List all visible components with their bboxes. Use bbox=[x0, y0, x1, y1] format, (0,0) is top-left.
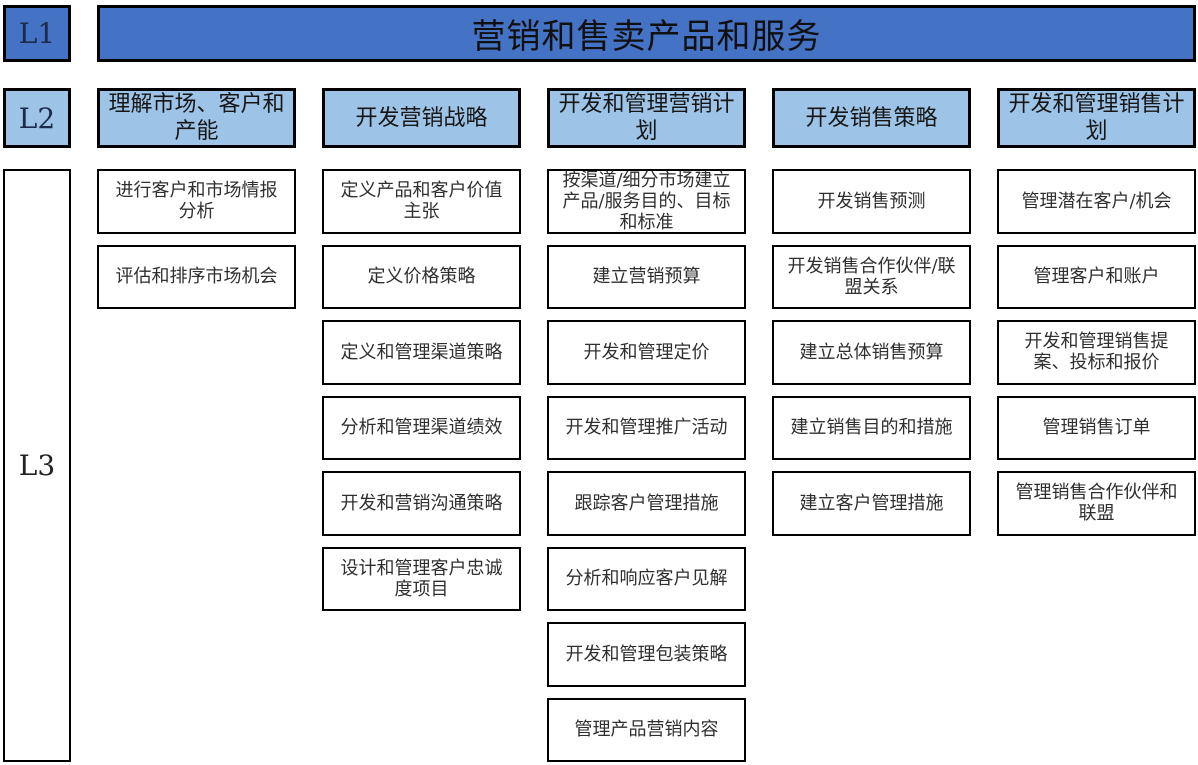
l3-process-box: 开发和营销沟通策略 bbox=[322, 471, 521, 536]
l3-process-box: 进行客户和市场情报分析 bbox=[97, 169, 296, 234]
l3-process-box: 管理销售合作伙伴和联盟 bbox=[997, 471, 1196, 536]
l3-process-box: 分析和管理渠道绩效 bbox=[322, 395, 521, 460]
l3-process-box: 分析和响应客户见解 bbox=[547, 546, 746, 611]
l3-process-box: 开发和管理包装策略 bbox=[547, 622, 746, 687]
l3-process-column: 管理潜在客户/机会管理客户和账户开发和管理销售提案、投标和报价管理销售订单管理销… bbox=[997, 169, 1196, 536]
l1-process-title: 营销和售卖产品和服务 bbox=[97, 5, 1196, 62]
l3-process-box: 评估和排序市场机会 bbox=[97, 244, 296, 309]
l3-process-box: 管理潜在客户/机会 bbox=[997, 169, 1196, 234]
l2-category-box: 开发营销战略 bbox=[322, 88, 521, 148]
l2-category-box: 理解市场、客户和产能 bbox=[97, 88, 296, 148]
l3-process-box: 管理销售订单 bbox=[997, 395, 1196, 460]
l3-process-box: 跟踪客户管理措施 bbox=[547, 471, 746, 536]
l3-process-column: 进行客户和市场情报分析评估和排序市场机会 bbox=[97, 169, 296, 309]
l2-category-box: 开发和管理营销计划 bbox=[547, 88, 746, 148]
l3-process-box: 开发和管理定价 bbox=[547, 320, 746, 385]
l3-process-box: 管理产品营销内容 bbox=[547, 697, 746, 762]
l3-process-box: 建立销售目的和措施 bbox=[772, 395, 971, 460]
l3-process-box: 设计和管理客户忠诚度项目 bbox=[322, 546, 521, 611]
l2-category-box: 开发销售策略 bbox=[772, 88, 971, 148]
l3-process-box: 管理客户和账户 bbox=[997, 244, 1196, 309]
l2-category-box: 开发和管理销售计划 bbox=[997, 88, 1196, 148]
l3-process-box: 建立总体销售预算 bbox=[772, 320, 971, 385]
l3-process-box: 建立客户管理措施 bbox=[772, 471, 971, 536]
l3-process-box: 定义价格策略 bbox=[322, 244, 521, 309]
l3-process-column: 按渠道/细分市场建立产品/服务目的、目标和标准建立营销预算开发和管理定价开发和管… bbox=[547, 169, 746, 762]
l3-process-box: 开发和管理推广活动 bbox=[547, 395, 746, 460]
l3-process-box: 开发销售预测 bbox=[772, 169, 971, 234]
l3-process-column: 定义产品和客户价值主张定义价格策略定义和管理渠道策略分析和管理渠道绩效开发和营销… bbox=[322, 169, 521, 611]
l3-process-box: 开发和管理销售提案、投标和报价 bbox=[997, 320, 1196, 385]
l3-process-box: 建立营销预算 bbox=[547, 244, 746, 309]
l3-process-box: 按渠道/细分市场建立产品/服务目的、目标和标准 bbox=[547, 169, 746, 234]
level-label-l3: L3 bbox=[3, 169, 71, 762]
l3-process-box: 开发销售合作伙伴/联盟关系 bbox=[772, 244, 971, 309]
level-label-l2: L2 bbox=[3, 88, 71, 148]
level-label-l1: L1 bbox=[3, 5, 71, 62]
l3-process-box: 定义和管理渠道策略 bbox=[322, 320, 521, 385]
l3-process-box: 定义产品和客户价值主张 bbox=[322, 169, 521, 234]
l3-process-column: 开发销售预测开发销售合作伙伴/联盟关系建立总体销售预算建立销售目的和措施建立客户… bbox=[772, 169, 971, 536]
